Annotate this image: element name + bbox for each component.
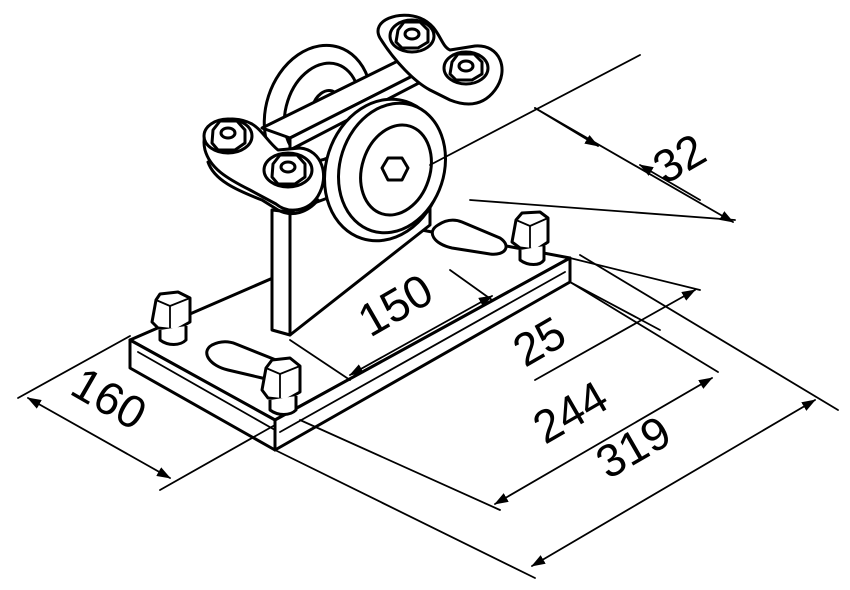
dimension-319 <box>274 254 839 579</box>
base-bolt-front <box>260 356 302 416</box>
dim-label-25: 25 <box>504 306 574 377</box>
base-bolt-right <box>510 210 550 266</box>
dimension-32 <box>429 54 736 223</box>
front-nut-left <box>202 117 254 155</box>
front-nut-right <box>262 151 314 189</box>
front-wheel <box>323 97 447 243</box>
rear-nut-left <box>388 18 436 54</box>
dimension-160 <box>17 335 276 491</box>
dimension-150 <box>289 269 493 381</box>
base-bolt-left <box>150 290 192 346</box>
rear-nut-right <box>442 50 490 86</box>
base-slot-right <box>430 218 508 256</box>
dimension-25 <box>534 257 701 381</box>
dim-label-32: 32 <box>644 123 714 194</box>
